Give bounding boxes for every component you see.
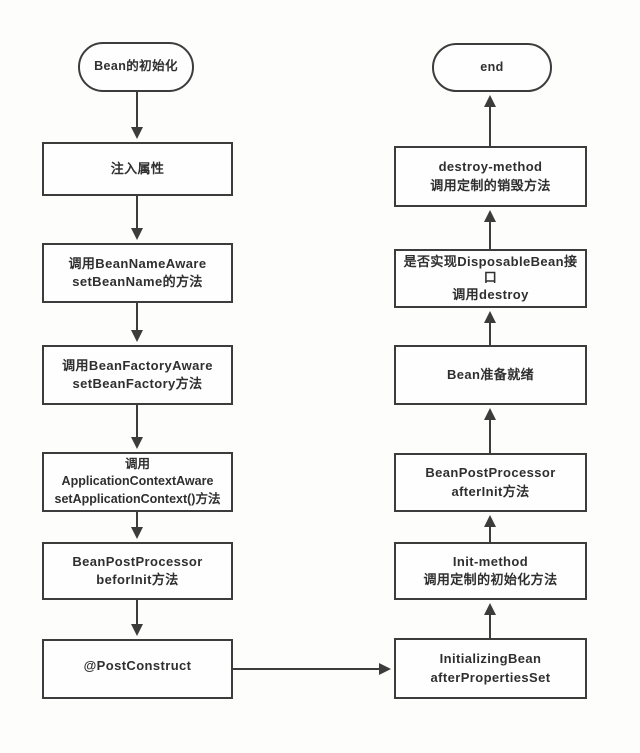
node-disposablebean: 是否实现DisposableBean接 口 调用destroy <box>394 249 587 308</box>
node-bean-ready: Bean准备就绪 <box>394 345 587 405</box>
node-applicationcontextaware-label: 调用 ApplicationContextAware setApplicatio… <box>54 456 221 506</box>
node-initializingbean: InitializingBean afterPropertiesSet <box>394 638 587 699</box>
node-beanfactoryaware-label: 调用BeanFactoryAware setBeanFactory方法 <box>62 357 213 391</box>
node-postconstruct: @PostConstruct <box>42 639 233 699</box>
node-end-label: end <box>480 59 504 74</box>
node-init-method-label: Init-method 调用定制的初始化方法 <box>423 553 558 587</box>
node-beannameaware-label: 调用BeanNameAware setBeanName的方法 <box>68 255 207 289</box>
node-start-label: Bean的初始化 <box>94 59 178 74</box>
node-beanpostprocessor-afterinit-label: BeanPostProcessor afterInit方法 <box>425 465 556 499</box>
node-end: end <box>432 43 552 92</box>
node-bean-ready-label: Bean准备就绪 <box>447 366 534 382</box>
node-beanfactoryaware: 调用BeanFactoryAware setBeanFactory方法 <box>42 345 233 405</box>
node-postconstruct-label: @PostConstruct <box>83 658 192 673</box>
node-beanpostprocessor-beforeinit-label: BeanPostProcessor beforInit方法 <box>72 553 203 587</box>
node-destroy-method: destroy-method 调用定制的销毁方法 <box>394 146 587 207</box>
node-inject-properties: 注入属性 <box>42 142 233 196</box>
node-start: Bean的初始化 <box>78 42 194 92</box>
node-destroy-method-label: destroy-method 调用定制的销毁方法 <box>430 159 551 193</box>
node-beanpostprocessor-beforeinit: BeanPostProcessor beforInit方法 <box>42 542 233 600</box>
node-beanpostprocessor-afterinit: BeanPostProcessor afterInit方法 <box>394 453 587 512</box>
node-beannameaware: 调用BeanNameAware setBeanName的方法 <box>42 243 233 303</box>
node-init-method: Init-method 调用定制的初始化方法 <box>394 542 587 600</box>
node-applicationcontextaware: 调用 ApplicationContextAware setApplicatio… <box>42 452 233 512</box>
node-disposablebean-label: 是否实现DisposableBean接 口 调用destroy <box>403 254 578 302</box>
node-initializingbean-label: InitializingBean afterPropertiesSet <box>430 651 551 685</box>
node-inject-properties-label: 注入属性 <box>110 160 165 176</box>
